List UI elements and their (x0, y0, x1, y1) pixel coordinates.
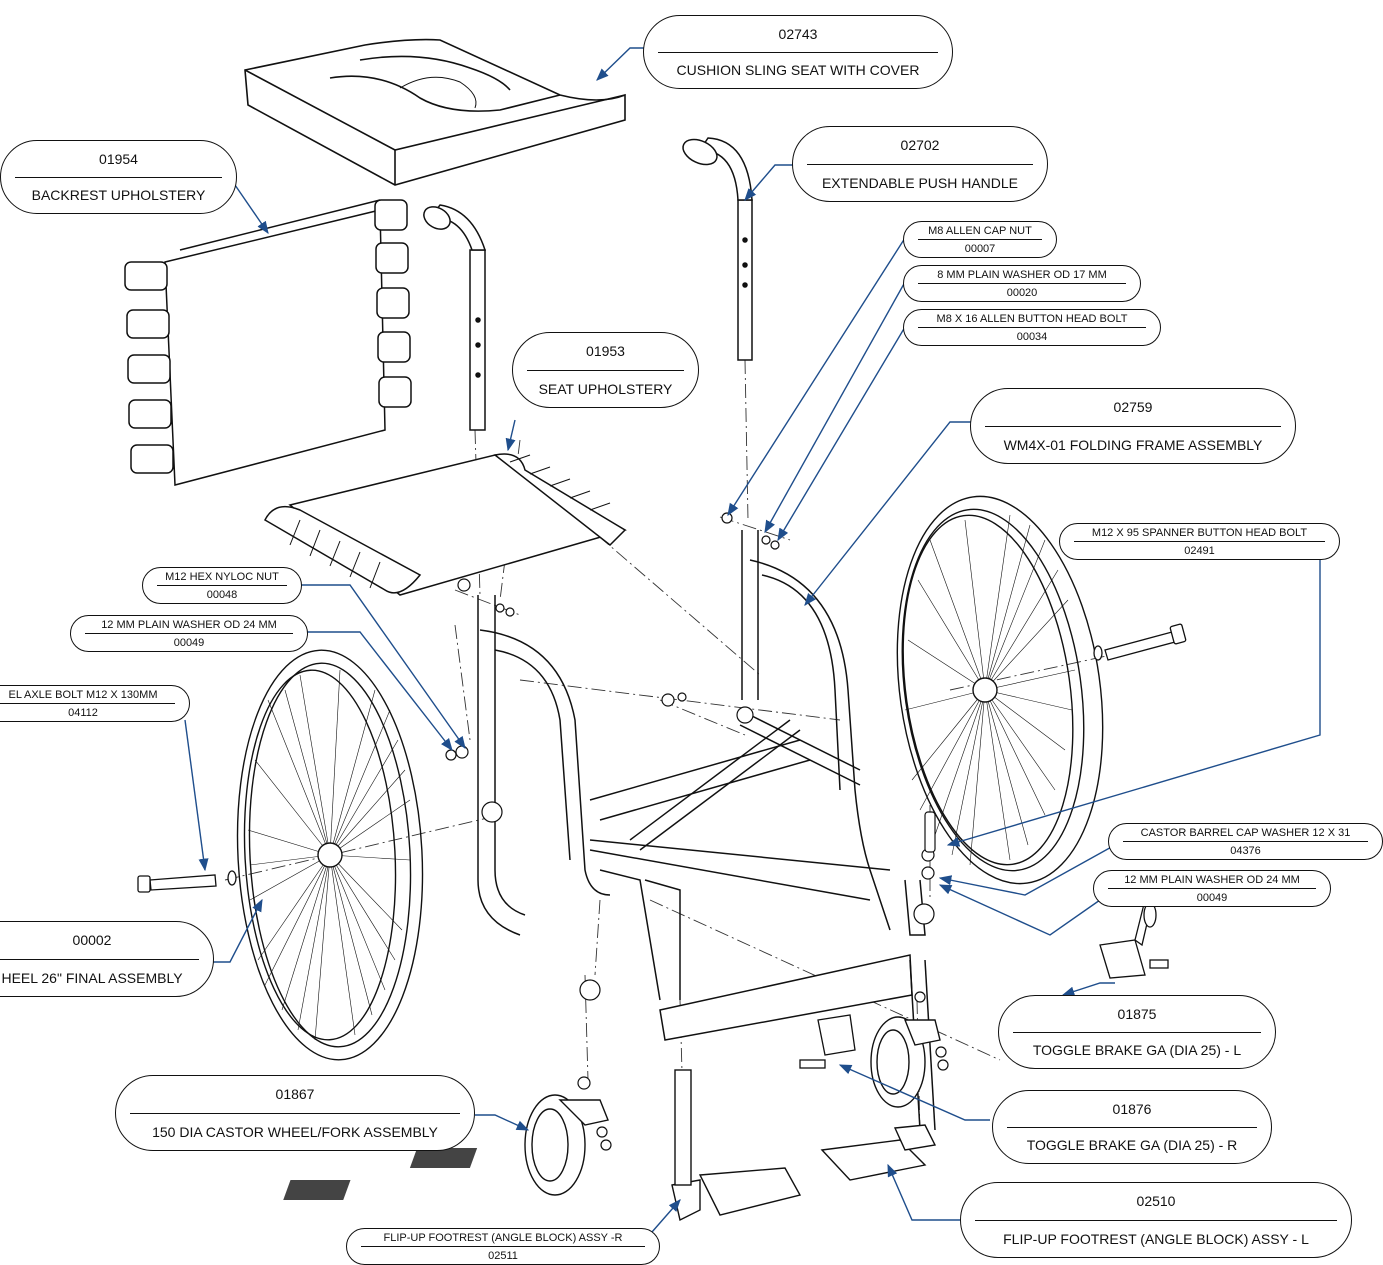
callout-plain-washer-12-left: 12 MM PLAIN WASHER OD 24 MM 00049 (70, 615, 308, 652)
callout-description: CUSHION SLING SEAT WITH COVER (676, 62, 920, 79)
callout-number: 02491 (1184, 544, 1215, 557)
callout-description: TOGGLE BRAKE GA (DIA 25) - L (1032, 1042, 1242, 1059)
callout-push-handle: 02702 EXTENDABLE PUSH HANDLE (792, 126, 1048, 202)
callout-description: M8 X 16 ALLEN BUTTON HEAD BOLT (936, 312, 1128, 325)
left-push-handle (423, 204, 487, 431)
callout-description: BACKREST UPHOLSTERY (31, 187, 206, 204)
callout-toggle-brake-l: 01875 TOGGLE BRAKE GA (DIA 25) - L (998, 995, 1276, 1069)
callout-number: 02702 (900, 137, 940, 154)
callout-description: M8 ALLEN CAP NUT (928, 224, 1032, 237)
callout-description: EXTENDABLE PUSH HANDLE (821, 174, 1019, 191)
callout-description: SEAT UPHOLSTERY (538, 380, 673, 397)
callout-number: 01954 (99, 150, 138, 167)
castor-wheel-part (524, 1016, 941, 1196)
callout-number: 01875 (1117, 1005, 1157, 1022)
callout-number: 01953 (586, 343, 625, 360)
callout-description: CASTOR BARREL CAP WASHER 12 X 31 (1140, 826, 1351, 839)
callout-toggle-brake-r: 01876 TOGGLE BRAKE GA (DIA 25) - R (992, 1090, 1272, 1164)
callout-number: 02743 (778, 25, 818, 42)
callout-number: 00049 (1196, 891, 1228, 904)
footrest-part (283, 1069, 937, 1222)
right-wheel-part (896, 495, 1104, 885)
callout-number: 00034 (1016, 330, 1048, 343)
callout-castor-wheel-fork: 01867 150 DIA CASTOR WHEEL/FORK ASSEMBLY (115, 1075, 475, 1151)
callout-description: 8 MM PLAIN WASHER OD 17 MM (937, 268, 1107, 281)
callout-backrest-upholstery: 01954 BACKREST UPHOLSTERY (0, 140, 237, 214)
callout-number: 00049 (173, 636, 205, 649)
callout-plain-washer-8: 8 MM PLAIN WASHER OD 17 MM 00020 (903, 265, 1141, 302)
hardware-part (445, 512, 949, 1151)
callout-description: M12 HEX NYLOC NUT (165, 570, 279, 583)
callout-folding-frame: 02759 WM4X-01 FOLDING FRAME ASSEMBLY (970, 388, 1296, 464)
callout-footrest-l: 02510 FLIP-UP FOOTREST (ANGLE BLOCK) ASS… (960, 1182, 1352, 1258)
callout-number: 00048 (206, 588, 238, 601)
callout-castor-cap-washer: CASTOR BARREL CAP WASHER 12 X 31 04376 (1108, 823, 1383, 860)
callout-number: 00020 (1006, 286, 1038, 299)
right-push-handle (682, 137, 753, 361)
toggle-brake-part (799, 899, 1169, 1069)
callout-wheel-assembly: 00002 HEEL 26" FINAL ASSEMBLY (0, 921, 214, 997)
callout-spanner-bolt: M12 X 95 SPANNER BUTTON HEAD BOLT 02491 (1059, 523, 1340, 560)
callout-cushion-seat: 02743 CUSHION SLING SEAT WITH COVER (643, 15, 953, 89)
callout-description: 12 MM PLAIN WASHER OD 24 MM (101, 618, 277, 631)
callout-description: 12 MM PLAIN WASHER OD 24 MM (1124, 873, 1300, 886)
callout-description: FLIP-UP FOOTREST (ANGLE BLOCK) ASSY -R (383, 1231, 623, 1244)
callout-description: 150 DIA CASTOR WHEEL/FORK ASSEMBLY (152, 1123, 438, 1140)
callout-number: 04376 (1230, 844, 1261, 857)
callout-number: 00002 (72, 932, 112, 949)
left-wheel-part (236, 649, 424, 1061)
callout-description: M12 X 95 SPANNER BUTTON HEAD BOLT (1091, 526, 1308, 539)
folding-frame-part (477, 530, 936, 1131)
callout-description: FLIP-UP FOOTREST (ANGLE BLOCK) ASSY - L (1003, 1230, 1309, 1247)
callout-description: TOGGLE BRAKE GA (DIA 25) - R (1026, 1137, 1238, 1154)
bolts-part (137, 623, 1187, 893)
callout-number: 04112 (68, 706, 98, 719)
callout-description: HEEL 26" FINAL ASSEMBLY (1, 969, 183, 986)
callout-number: 01876 (1112, 1100, 1152, 1117)
callout-number: 02511 (488, 1249, 518, 1262)
callout-allen-cap-nut: M8 ALLEN CAP NUT 00007 (903, 221, 1057, 258)
callout-number: 02510 (1136, 1193, 1176, 1210)
leader-lines (184, 47, 1321, 1241)
callout-axle-bolt: EL AXLE BOLT M12 X 130MM 04112 (0, 685, 190, 722)
callout-seat-upholstery: 01953 SEAT UPHOLSTERY (512, 332, 699, 408)
callout-number: 00007 (964, 242, 996, 255)
backrest-part (124, 199, 412, 486)
cushion-part (244, 38, 626, 186)
callout-number: 01867 (275, 1086, 315, 1103)
callout-plain-washer-12-right: 12 MM PLAIN WASHER OD 24 MM 00049 (1093, 870, 1331, 907)
callout-hex-nyloc-nut: M12 HEX NYLOC NUT 00048 (142, 567, 302, 604)
callout-description: WM4X-01 FOLDING FRAME ASSEMBLY (1003, 436, 1263, 453)
callout-footrest-r: FLIP-UP FOOTREST (ANGLE BLOCK) ASSY -R 0… (346, 1228, 660, 1265)
seat-part (264, 453, 627, 596)
callout-description: EL AXLE BOLT M12 X 130MM (8, 688, 158, 701)
callout-button-head-bolt-m8: M8 X 16 ALLEN BUTTON HEAD BOLT 00034 (903, 309, 1161, 346)
callout-number: 02759 (1113, 399, 1153, 416)
